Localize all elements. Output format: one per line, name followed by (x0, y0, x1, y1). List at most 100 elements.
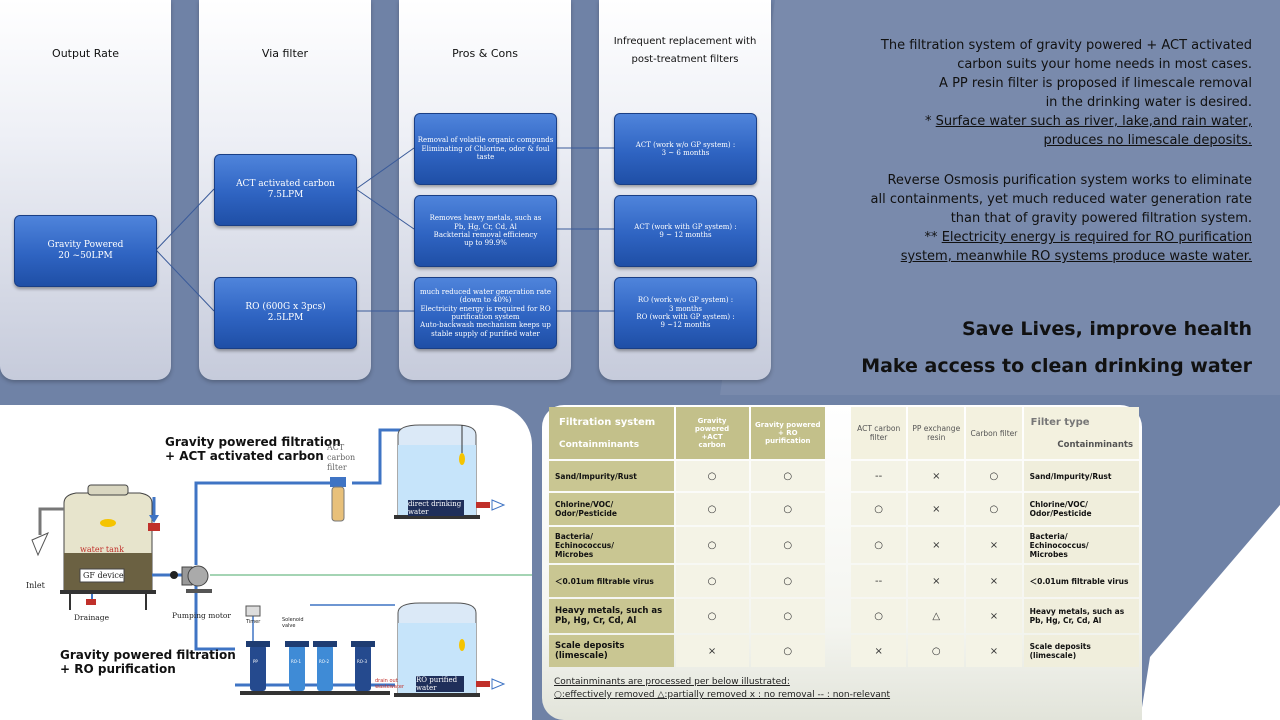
box-line: Eliminating of Chlorine, odor & foul tas… (421, 144, 550, 162)
connector-lines (155, 147, 614, 312)
table-row: ＜0.01um filtrable virus○○ (549, 565, 825, 597)
gravity-act-description: The filtration system of gravity powered… (881, 36, 1252, 150)
box-line: ACT (work with GP system) : (634, 222, 737, 231)
text-line: all containments, yet much reduced water… (870, 192, 1252, 207)
legend-line-2: ○:effectively removed △:partially remove… (554, 690, 891, 700)
header-title: Filtration system (559, 416, 656, 428)
table-cell: ○ (851, 527, 907, 563)
ro-purified-label: RO purified water (416, 676, 464, 692)
header-line: powered (694, 425, 730, 433)
title-line: Gravity powered filtration (60, 648, 236, 662)
label-line: RO purified (416, 676, 458, 684)
table-cell: -- (851, 461, 907, 491)
drain-waste-label: drain out wastewater (375, 678, 404, 690)
row-label-line: Echinococcus/ (555, 540, 615, 550)
diagram-title-ro: Gravity powered filtration + RO purifica… (60, 648, 236, 676)
box-line: ACT activated carbon (236, 179, 335, 189)
title-line: Gravity powered filtration (165, 435, 341, 449)
table-cell: ○ (750, 635, 825, 667)
row-label: Chlorine/VOC/Odor/Pesticide (1023, 493, 1139, 525)
table-row: --×○Sand/Impurity/Rust (851, 461, 1139, 491)
col-act-filter-header: ACT carbon filter (851, 407, 907, 459)
table-row: ○×○Chlorine/VOC/Odor/Pesticide (851, 493, 1139, 525)
ro-tag: RO-2 (319, 659, 330, 664)
row-label-line: Odor/Pesticide (1029, 509, 1092, 518)
box-line: Electricity energy is required for RO (420, 304, 551, 313)
row-label-line: Scale deposits (1029, 642, 1091, 651)
box-line: RO (600G x 3pcs) (245, 302, 326, 312)
ro-box: RO (600G x 3pcs) 2.5LPM (214, 277, 357, 349)
pros-heavy-metals-box: Removes heavy metals, such as Pb, Hg, Cr… (414, 195, 557, 267)
table-cell: ○ (750, 527, 825, 563)
row-label: ＜0.01um filtrable virus (1023, 565, 1139, 597)
label-line: Solenoid (282, 617, 304, 623)
drinking-tank-graphic (394, 424, 506, 519)
col-pp-resin-header: PP exchange resin (908, 407, 965, 459)
header-line: PP exchange (912, 424, 961, 433)
header-sub: Containminants (1057, 439, 1133, 450)
box-line: up to 99.9% (464, 239, 507, 248)
table-cell: × (908, 527, 965, 563)
row-label-line: Chlorine/VOC/ (1029, 500, 1088, 509)
box-line: ACT (work w/o GP system) : (635, 140, 736, 149)
table-cell: × (908, 565, 965, 597)
row-label-line: ＜0.01um filtrable virus (1029, 576, 1129, 586)
solenoid-label: Solenoid valve (282, 617, 304, 629)
header-line: +ACT (701, 433, 723, 441)
text-line: Reverse Osmosis purification system work… (887, 173, 1252, 188)
row-label: Scale deposits(limescale) (549, 635, 674, 667)
ro-description: Reverse Osmosis purification system work… (871, 171, 1252, 266)
note-line: system, meanwhile RO systems produce was… (900, 249, 1252, 264)
act-filter-graphic (330, 477, 346, 522)
water-tank-graphic (31, 484, 160, 610)
note-line: Surface water such as river, lake,and ra… (935, 114, 1252, 129)
act-filter-label: ACT carbon filter (327, 443, 355, 473)
right-table-body: --×○Sand/Impurity/Rust○×○Chlorine/VOC/Od… (851, 461, 1139, 667)
drainage-label: Drainage (74, 613, 110, 622)
diagram-title-act: Gravity powered filtration + ACT activat… (165, 435, 341, 463)
slogan-save-lives: Save Lives, improve health (961, 318, 1252, 340)
ro-tag: RO-3 (357, 659, 368, 664)
header-line: Gravity (697, 417, 727, 425)
replacement-act-2-box: ACT (work with GP system) : 9 ~ 12 month… (614, 195, 757, 267)
table-cell: ○ (851, 493, 907, 525)
row-label-line: (limescale) (1029, 651, 1077, 660)
legend-line-1: Containminants are processed per below i… (554, 677, 790, 687)
table-cell: × (966, 599, 1022, 633)
label-line: wastewater (375, 684, 405, 690)
header-line: + RO (777, 429, 798, 437)
label-line: direct drinking (408, 500, 462, 508)
box-line: Removes heavy metals, such as (429, 214, 542, 223)
diagram-drawing (31, 424, 532, 697)
title-line: + ACT activated carbon (165, 449, 324, 463)
row-label: Sand/Impurity/Rust (549, 461, 674, 491)
column-heading: Output Rate (52, 47, 119, 60)
comparison-table-card: Filtration system Containminants Gravity… (542, 405, 1142, 720)
table-row: ×○×Scale deposits(limescale) (851, 635, 1139, 667)
box-line: purification system (451, 313, 520, 321)
ro-tag: RO-1 (291, 659, 302, 664)
table-cell: ○ (675, 565, 749, 597)
pros-act-box: Removal of volatile organic compunds Eli… (414, 113, 557, 185)
table-cell: ○ (966, 493, 1022, 525)
filter-type-table: ACT carbon filter PP exchange resin Carb… (849, 405, 1141, 669)
ro-cartridges (240, 605, 390, 695)
act-carbon-box: ACT activated carbon 7.5LPM (214, 154, 357, 226)
box-line: 3 months (669, 304, 702, 313)
table-cell: × (908, 461, 965, 491)
col-gravity-ro-header: Gravity powered + RO purification (750, 407, 825, 459)
box-line: Gravity Powered (47, 240, 124, 250)
note-marker: * (925, 114, 936, 129)
pump-graphic (170, 565, 212, 593)
row-label: ＜0.01um filtrable virus (549, 565, 674, 597)
row-label-line: ＜0.01um filtrable virus (555, 576, 654, 586)
header-line: purification (765, 437, 811, 445)
table-row: --××＜0.01um filtrable virus (851, 565, 1139, 597)
table-cell: × (675, 635, 749, 667)
slogan-clean-water: Make access to clean drinking water (861, 355, 1252, 377)
filtration-diagram: Gravity powered filtration + ACT activat… (0, 405, 532, 720)
timer-label: Timer (246, 619, 261, 625)
row-label: Sand/Impurity/Rust (1023, 461, 1139, 491)
